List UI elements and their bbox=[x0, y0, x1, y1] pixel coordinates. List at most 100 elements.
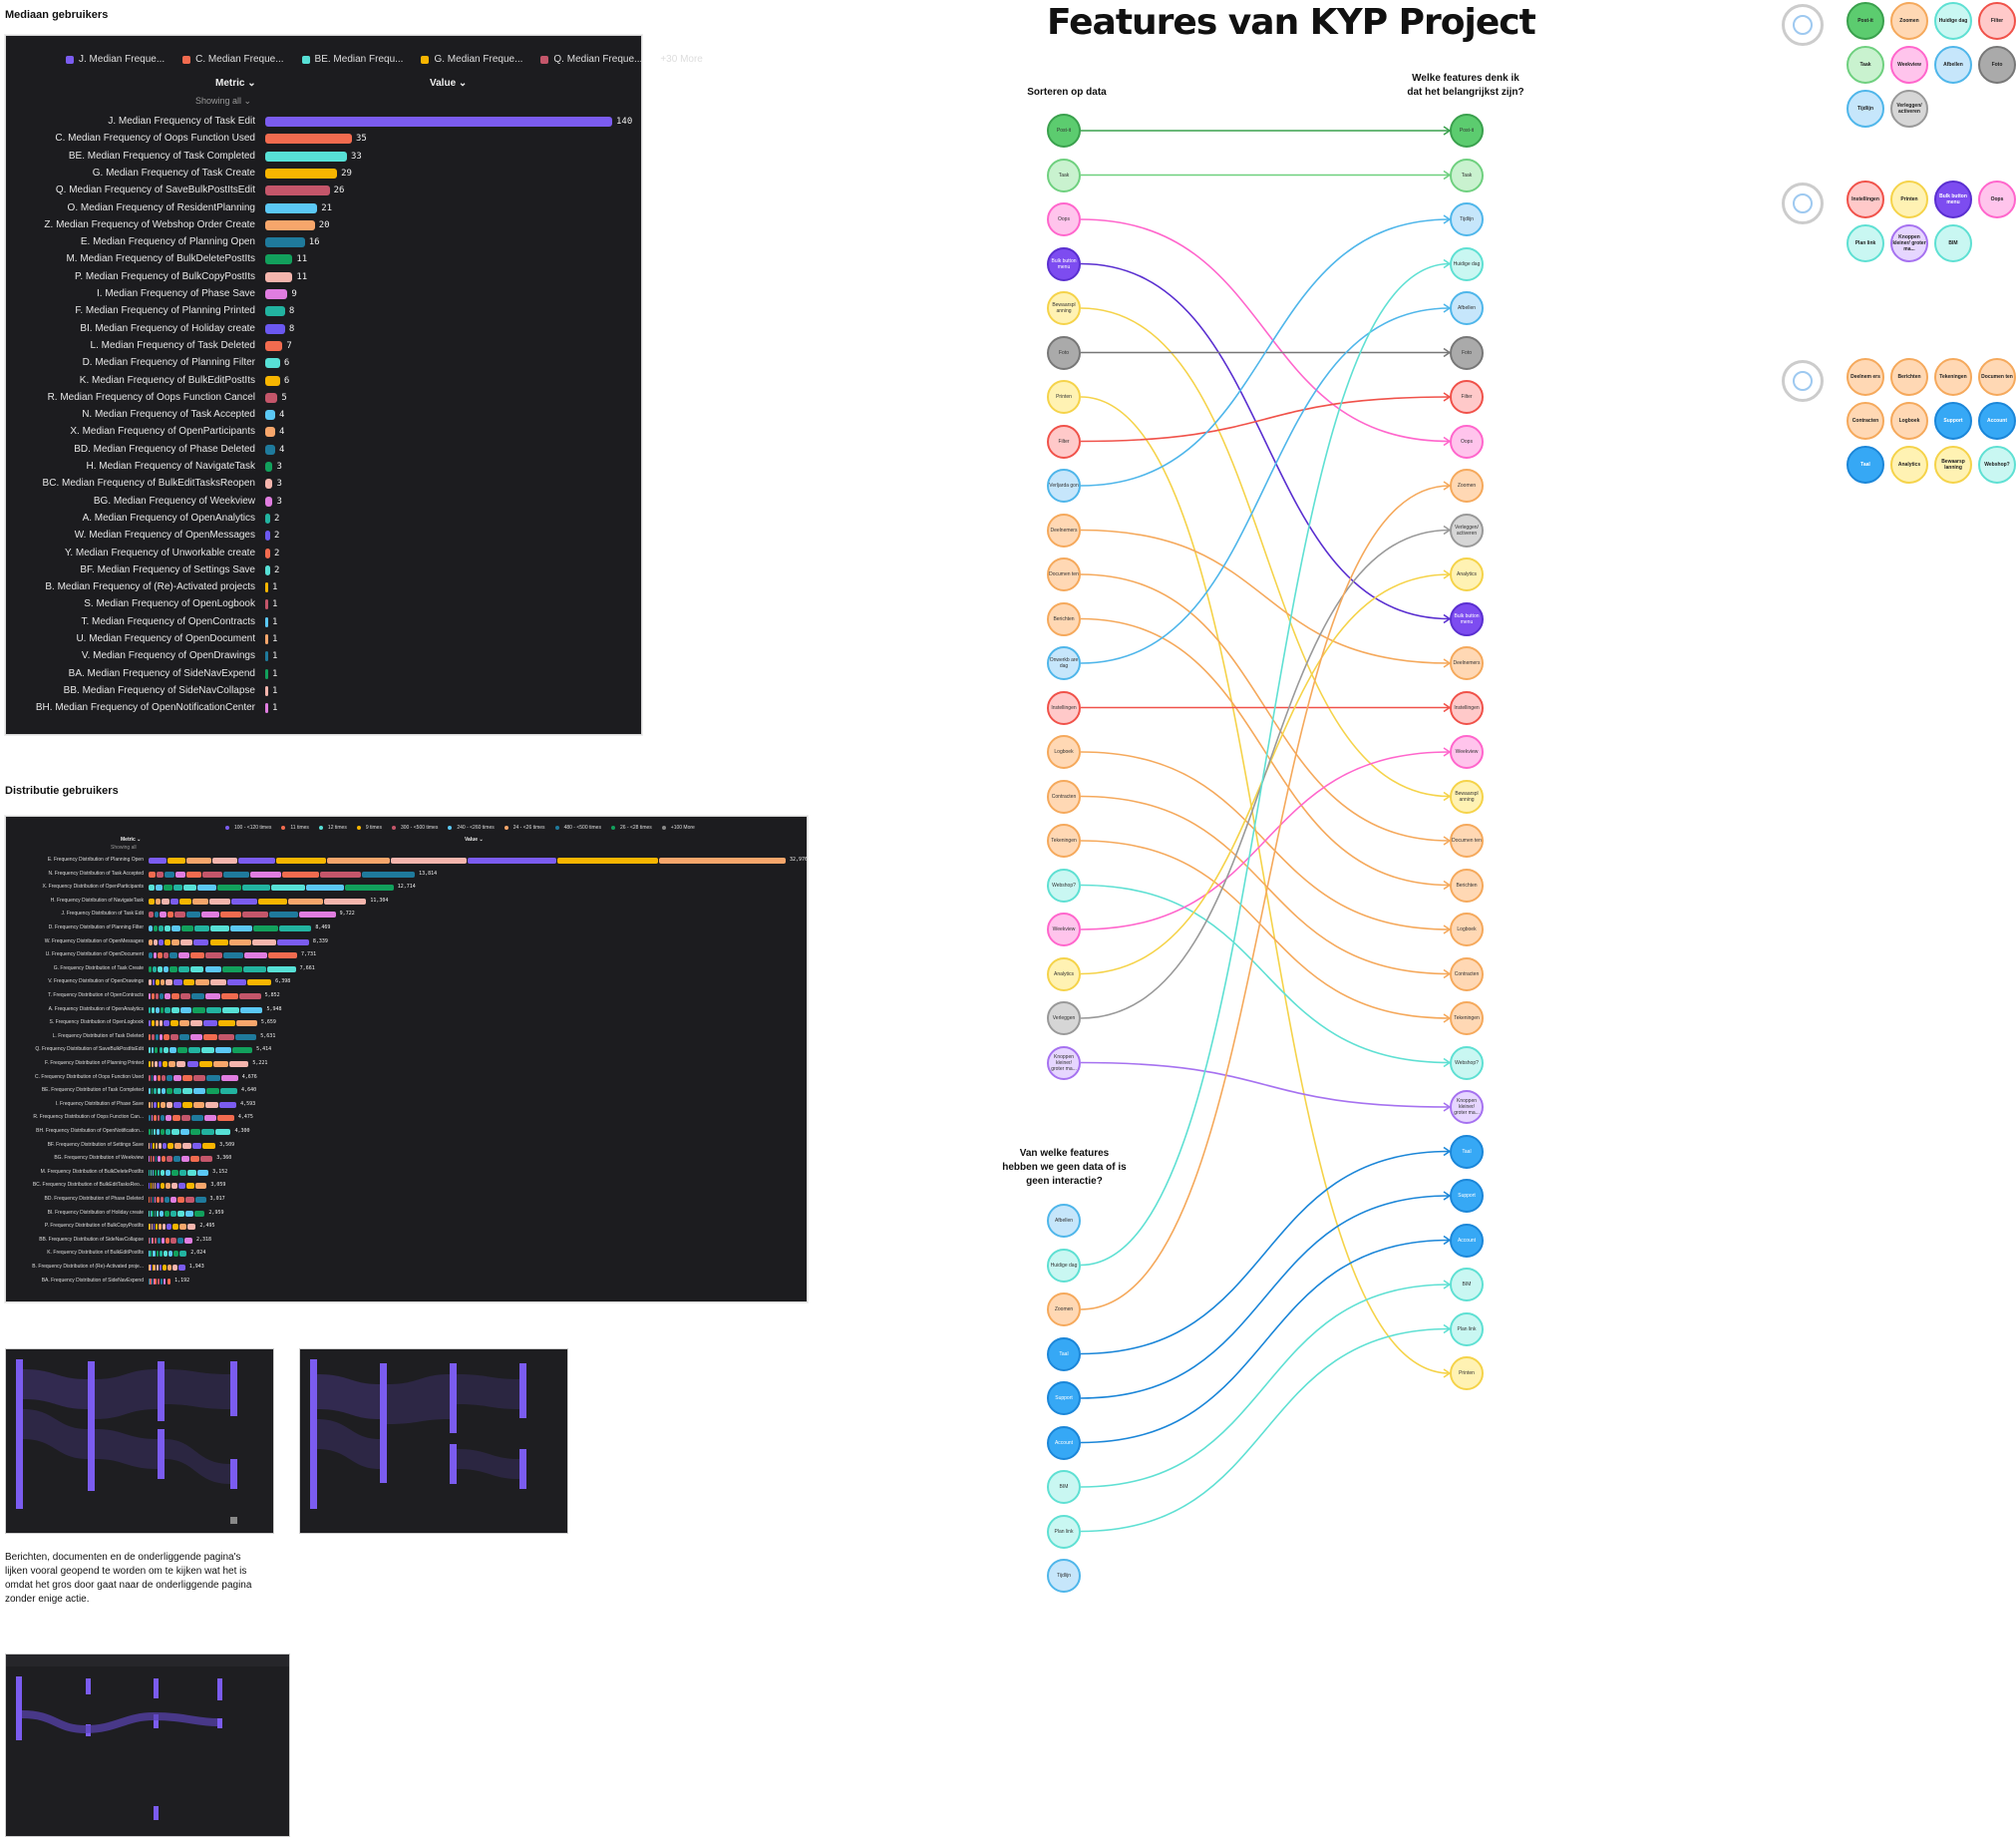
dist-segment[interactable] bbox=[180, 1006, 191, 1013]
feature-node[interactable]: Taak bbox=[1450, 158, 1484, 192]
dist-segment[interactable] bbox=[157, 1210, 160, 1217]
dist-segment[interactable] bbox=[149, 952, 153, 959]
feature-node[interactable]: Filter bbox=[1047, 424, 1081, 459]
dist-segment[interactable] bbox=[154, 1115, 157, 1122]
dist-segment[interactable] bbox=[165, 1129, 171, 1135]
dist-segment[interactable] bbox=[154, 1265, 156, 1271]
sticker-node[interactable]: Analytics bbox=[1890, 446, 1928, 484]
dist-segment[interactable] bbox=[152, 1210, 154, 1217]
dist-segment[interactable] bbox=[238, 993, 261, 999]
dist-segment[interactable] bbox=[149, 1074, 151, 1081]
dist-segment[interactable] bbox=[153, 938, 158, 945]
dist-segment[interactable] bbox=[185, 912, 200, 919]
dist-segment[interactable] bbox=[182, 1142, 191, 1149]
sticker-node[interactable]: Plan link bbox=[1847, 224, 1884, 262]
dist-segment[interactable] bbox=[191, 993, 204, 999]
dist-segment[interactable] bbox=[177, 1183, 185, 1190]
dist-segment[interactable] bbox=[201, 871, 223, 878]
dist-segment[interactable] bbox=[156, 885, 163, 892]
dist-segment[interactable] bbox=[152, 1278, 154, 1285]
dist-segment[interactable] bbox=[222, 965, 243, 972]
bar[interactable] bbox=[265, 685, 268, 696]
dist-segment[interactable] bbox=[155, 1169, 157, 1176]
dist-segment[interactable] bbox=[163, 1061, 168, 1067]
dist-segment[interactable] bbox=[191, 898, 209, 905]
dist-segment[interactable] bbox=[253, 925, 279, 931]
dist-segment[interactable] bbox=[165, 938, 170, 945]
dist-segment[interactable] bbox=[149, 1033, 152, 1040]
dist-segment[interactable] bbox=[149, 898, 155, 905]
dist-segment[interactable] bbox=[305, 885, 345, 892]
feature-node[interactable]: Tekeningen bbox=[1047, 824, 1081, 858]
dist-segment[interactable] bbox=[174, 912, 185, 919]
sticker-node[interactable]: Oops bbox=[1978, 181, 2016, 218]
dist-segment[interactable] bbox=[323, 898, 367, 905]
bar[interactable] bbox=[265, 151, 348, 162]
feature-node[interactable]: Berichten bbox=[1450, 868, 1484, 903]
sticker-node[interactable]: Bewaarsp lanning bbox=[1934, 446, 1972, 484]
feature-node[interactable]: Foto bbox=[1047, 335, 1081, 370]
dist-segment[interactable] bbox=[271, 885, 305, 892]
sticker-node[interactable]: Tekeningen bbox=[1934, 358, 1972, 396]
dist-segment[interactable] bbox=[172, 979, 182, 986]
dist-segment[interactable] bbox=[162, 1142, 168, 1149]
dist-segment[interactable] bbox=[185, 871, 201, 878]
sticker-node[interactable]: Huidige dag bbox=[1934, 2, 1972, 40]
dist-segment[interactable] bbox=[194, 925, 210, 931]
sticker-node[interactable]: Documen ten bbox=[1978, 358, 2016, 396]
feature-node[interactable]: Onwerkb are dag bbox=[1047, 646, 1081, 680]
feature-node[interactable]: Knoppen kleiner/ groter ma... bbox=[1450, 1090, 1484, 1124]
bar[interactable] bbox=[265, 185, 330, 196]
dist-segment[interactable] bbox=[158, 925, 165, 931]
dist-segment[interactable] bbox=[282, 871, 319, 878]
dist-segment[interactable] bbox=[167, 1156, 172, 1163]
dist-showing[interactable]: Showing all bbox=[111, 845, 137, 851]
dist-segment[interactable] bbox=[156, 1251, 159, 1258]
dist-segment[interactable] bbox=[162, 898, 169, 905]
dist-segment[interactable] bbox=[195, 1183, 207, 1190]
dist-segment[interactable] bbox=[179, 1251, 187, 1258]
dist-segment[interactable] bbox=[152, 979, 156, 986]
dist-segment[interactable] bbox=[186, 1224, 196, 1231]
dist-segment[interactable] bbox=[266, 965, 296, 972]
dist-segment[interactable] bbox=[152, 1197, 154, 1203]
dist-segment[interactable] bbox=[157, 1237, 161, 1244]
dist-segment[interactable] bbox=[174, 871, 185, 878]
bar[interactable] bbox=[265, 599, 268, 610]
dist-segment[interactable] bbox=[154, 1129, 157, 1135]
feature-node[interactable]: Zoomen bbox=[1047, 1292, 1081, 1326]
dist-segment[interactable] bbox=[157, 1129, 160, 1135]
feature-node[interactable]: Zoomen bbox=[1450, 469, 1484, 503]
dist-segment[interactable] bbox=[153, 925, 158, 931]
bar[interactable] bbox=[265, 703, 268, 714]
dist-segment[interactable] bbox=[158, 1088, 161, 1095]
feature-node[interactable]: Huidige dag bbox=[1047, 1248, 1081, 1283]
dist-segment[interactable] bbox=[235, 1033, 257, 1040]
bar[interactable] bbox=[265, 651, 268, 662]
dist-segment[interactable] bbox=[172, 1156, 180, 1163]
dist-segment[interactable] bbox=[189, 1020, 202, 1027]
dist-segment[interactable] bbox=[158, 1156, 162, 1163]
dist-segment[interactable] bbox=[166, 1237, 170, 1244]
dist-segment[interactable] bbox=[659, 858, 786, 864]
dist-segment[interactable] bbox=[195, 979, 210, 986]
legend-item[interactable]: 24 - <26 times bbox=[504, 825, 545, 831]
dist-segment[interactable] bbox=[153, 952, 157, 959]
dist-segment[interactable] bbox=[154, 1251, 156, 1258]
bar[interactable] bbox=[265, 462, 273, 472]
dist-segment[interactable] bbox=[230, 925, 253, 931]
dist-segment[interactable] bbox=[171, 925, 180, 931]
dist-segment[interactable] bbox=[152, 1020, 155, 1027]
dist-segment[interactable] bbox=[202, 1033, 217, 1040]
dist-segment[interactable] bbox=[180, 925, 193, 931]
feature-node[interactable]: Bewaarspl anning bbox=[1450, 779, 1484, 814]
dist-segment[interactable] bbox=[241, 885, 271, 892]
dist-segment[interactable] bbox=[149, 871, 157, 878]
dist-segment[interactable] bbox=[155, 1006, 160, 1013]
dist-segment[interactable] bbox=[172, 1115, 180, 1122]
dist-segment[interactable] bbox=[165, 871, 174, 878]
dist-segment[interactable] bbox=[237, 858, 275, 864]
dist-segment[interactable] bbox=[218, 1020, 235, 1027]
dist-segment[interactable] bbox=[157, 965, 163, 972]
sticker-node[interactable]: Taak bbox=[1847, 46, 1884, 84]
